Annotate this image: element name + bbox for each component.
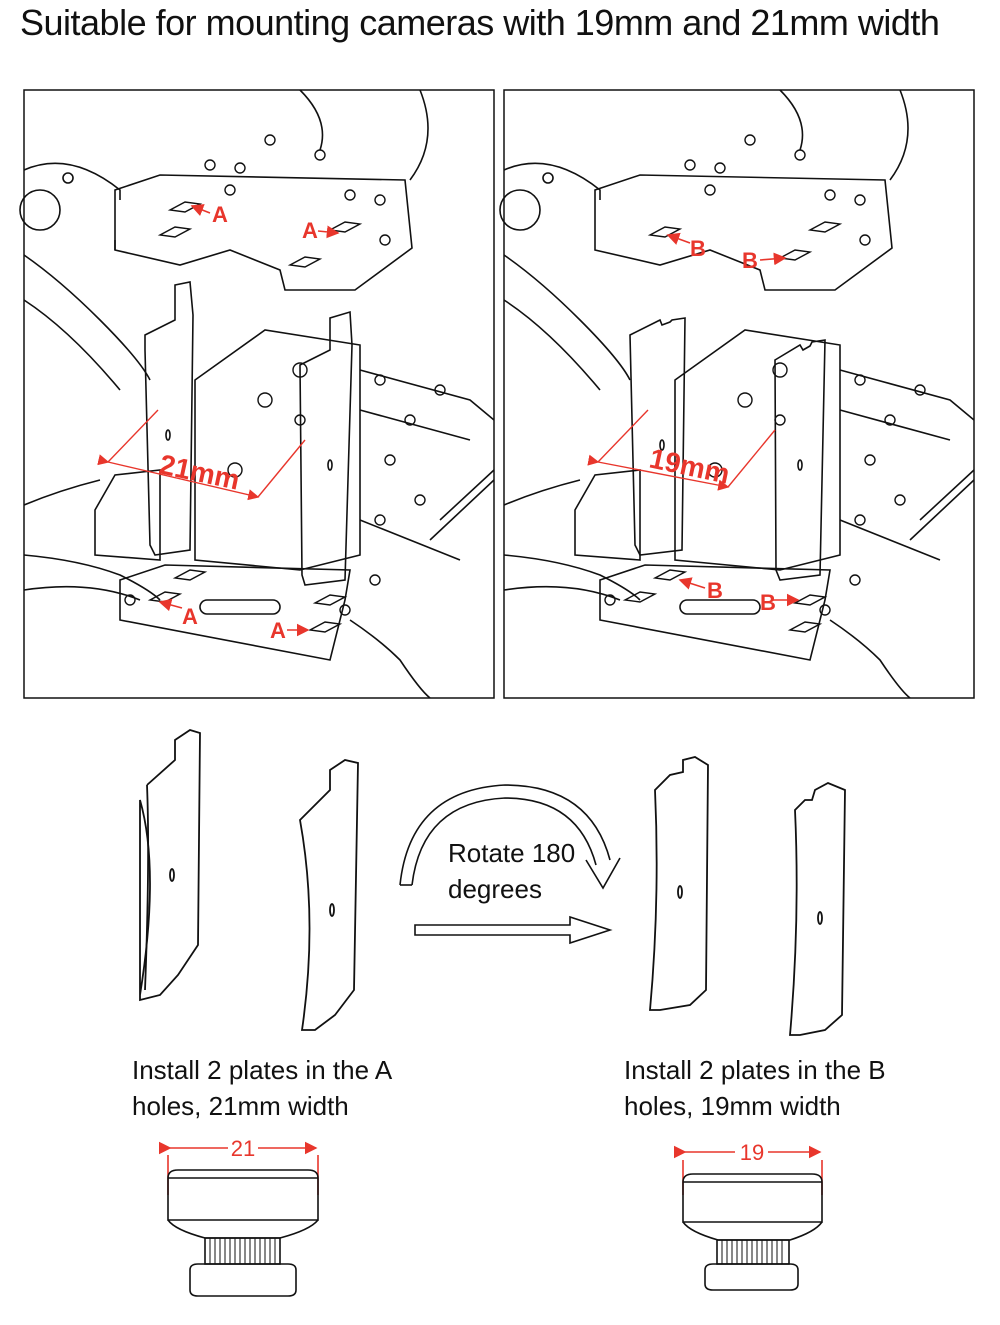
panel-b-illustration [499, 89, 975, 699]
panel-a-illustration [19, 89, 495, 699]
camera-19-width-label: 19 [740, 1140, 764, 1165]
caption-b-line1: Install 2 plates in the B [624, 1055, 886, 1085]
camera-19mm-illustration [673, 1145, 823, 1291]
caption-a-line2: holes, 21mm width [132, 1091, 349, 1121]
rotate-label-line2: degrees [448, 874, 542, 904]
panel-b-hole-label-2: B [742, 248, 758, 273]
panel-b-hole-label-4: B [760, 590, 776, 615]
panel-a-hole-label-3: A [182, 604, 198, 629]
panel-a-hole-label-2: A [302, 218, 318, 243]
rotate-label-line1: Rotate 180 [448, 838, 575, 868]
plates-a-orientation [139, 729, 359, 1031]
panel-b-hole-label-1: B [690, 236, 706, 261]
direction-arrow-icon [414, 915, 613, 945]
page-title: Suitable for mounting cameras with 19mm … [20, 2, 940, 43]
plates-b-orientation [649, 756, 846, 1036]
camera-21mm-illustration [158, 1141, 319, 1297]
caption-b-line2: holes, 19mm width [624, 1091, 841, 1121]
panel-a-hole-label-1: A [212, 202, 228, 227]
panel-b-hole-label-3: B [707, 578, 723, 603]
rotate-arrow-icon [399, 784, 621, 890]
camera-21-width-label: 21 [231, 1136, 255, 1161]
caption-a: Install 2 plates in the A holes, 21mm wi… [132, 1052, 392, 1124]
caption-b: Install 2 plates in the B holes, 19mm wi… [624, 1052, 886, 1124]
panel-a-hole-label-4: A [270, 618, 286, 643]
caption-a-line1: Install 2 plates in the A [132, 1055, 393, 1085]
